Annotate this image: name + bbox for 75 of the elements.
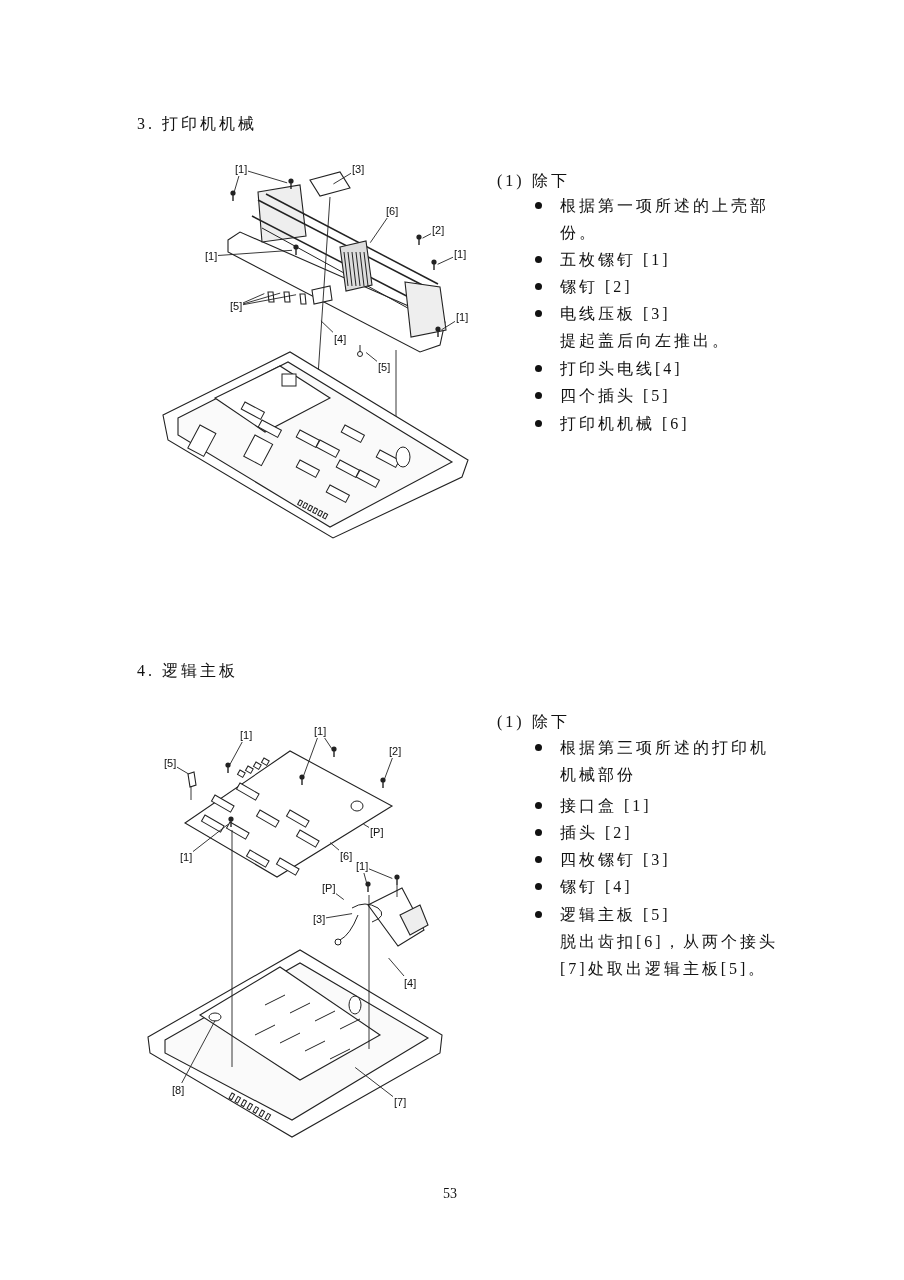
alignment-line <box>368 894 370 1050</box>
leader-line <box>365 352 378 362</box>
leader-line <box>437 256 454 265</box>
list-item: 电线压板 [3] <box>560 304 671 324</box>
callout-number: [4] <box>404 977 417 989</box>
callout-number: [3] <box>352 163 365 175</box>
callout-number: [1] <box>456 311 469 323</box>
leader-line <box>320 320 334 333</box>
callout-number: [6] <box>386 205 399 217</box>
leader-line <box>368 868 393 879</box>
callout-number: [1] <box>454 248 467 260</box>
list-item: 逻辑主板 [5] <box>560 905 671 925</box>
note-text: 脱出齿扣[6]，从两个接头[7]处取出逻辑主板[5]。 <box>560 932 779 979</box>
alignment-line <box>231 829 233 1068</box>
callout-number: [1] <box>240 729 253 741</box>
leader-line <box>192 824 229 852</box>
list-item: 四枚镙钉 [3] <box>560 850 671 870</box>
callout-number: [1] <box>180 851 193 863</box>
leader-line <box>388 957 405 977</box>
leader-line <box>383 757 393 780</box>
leader-line <box>229 741 243 765</box>
leader-line <box>176 766 189 775</box>
leader-line <box>324 737 333 750</box>
step-heading: (1) 除下 <box>497 171 570 192</box>
callout-number: [5] <box>378 361 391 373</box>
leader-line <box>369 217 388 244</box>
leader-line <box>362 823 370 828</box>
leader-line <box>335 893 345 901</box>
list-item: 插头 [2] <box>560 823 633 843</box>
callout-number: [1] <box>314 725 327 737</box>
leader-line <box>242 292 281 305</box>
callout-number: [1] <box>205 250 218 262</box>
list-item: 接口盒 [1] <box>560 796 652 816</box>
leader-line <box>302 737 318 777</box>
section-heading: 3. 打印机机械 <box>137 114 257 134</box>
callout-number: [2] <box>389 745 402 757</box>
page-number: 53 <box>443 1185 457 1203</box>
leader-line <box>181 1020 216 1084</box>
leader-line <box>242 293 265 304</box>
callout-number: [5] <box>164 757 177 769</box>
leader-line <box>440 320 456 331</box>
leader-line <box>325 913 353 919</box>
list-item: 四个插头 [5] <box>560 386 671 406</box>
list-item: 镙钉 [2] <box>560 277 633 297</box>
leader-line <box>332 172 352 185</box>
leader-line <box>247 170 288 184</box>
leader-line <box>363 872 368 885</box>
callout-number: [5] <box>230 300 243 312</box>
step-heading: (1) 除下 <box>497 712 570 733</box>
callout-number: [8] <box>172 1084 185 1096</box>
list-item: 五枚镙钉 [1] <box>560 250 671 270</box>
callout-number: [2] <box>432 224 445 236</box>
leader-line <box>217 249 293 256</box>
leader-line <box>354 1067 394 1098</box>
callout-number: [1] <box>356 860 369 872</box>
callout-number: [7] <box>394 1096 407 1108</box>
leader-line <box>422 233 432 239</box>
callout-number: [6] <box>340 850 353 862</box>
note-text: 提起盖后向左推出。 <box>560 331 731 351</box>
printer-base-drawing <box>147 949 443 1138</box>
list-item: 根据第三项所述的打印机机械部份 <box>560 738 770 785</box>
list-item: 镙钉 [4] <box>560 877 633 897</box>
list-item: 根据第一项所述的上壳部份。 <box>560 196 770 243</box>
callout-number: [P] <box>370 826 384 838</box>
callout-number: [4] <box>334 333 347 345</box>
callout-number: [P] <box>322 882 336 894</box>
callout-number: [3] <box>313 913 326 925</box>
section-heading: 4. 逻辑主板 <box>137 661 238 681</box>
callout-number: [1] <box>235 163 248 175</box>
leader-line <box>329 842 340 851</box>
leader-line <box>233 175 240 193</box>
list-item: 打印头电线[4] <box>560 359 683 379</box>
leader-line <box>242 294 297 306</box>
interface-bracket-drawing <box>334 874 429 947</box>
list-item: 打印机机械 [6] <box>560 414 690 434</box>
